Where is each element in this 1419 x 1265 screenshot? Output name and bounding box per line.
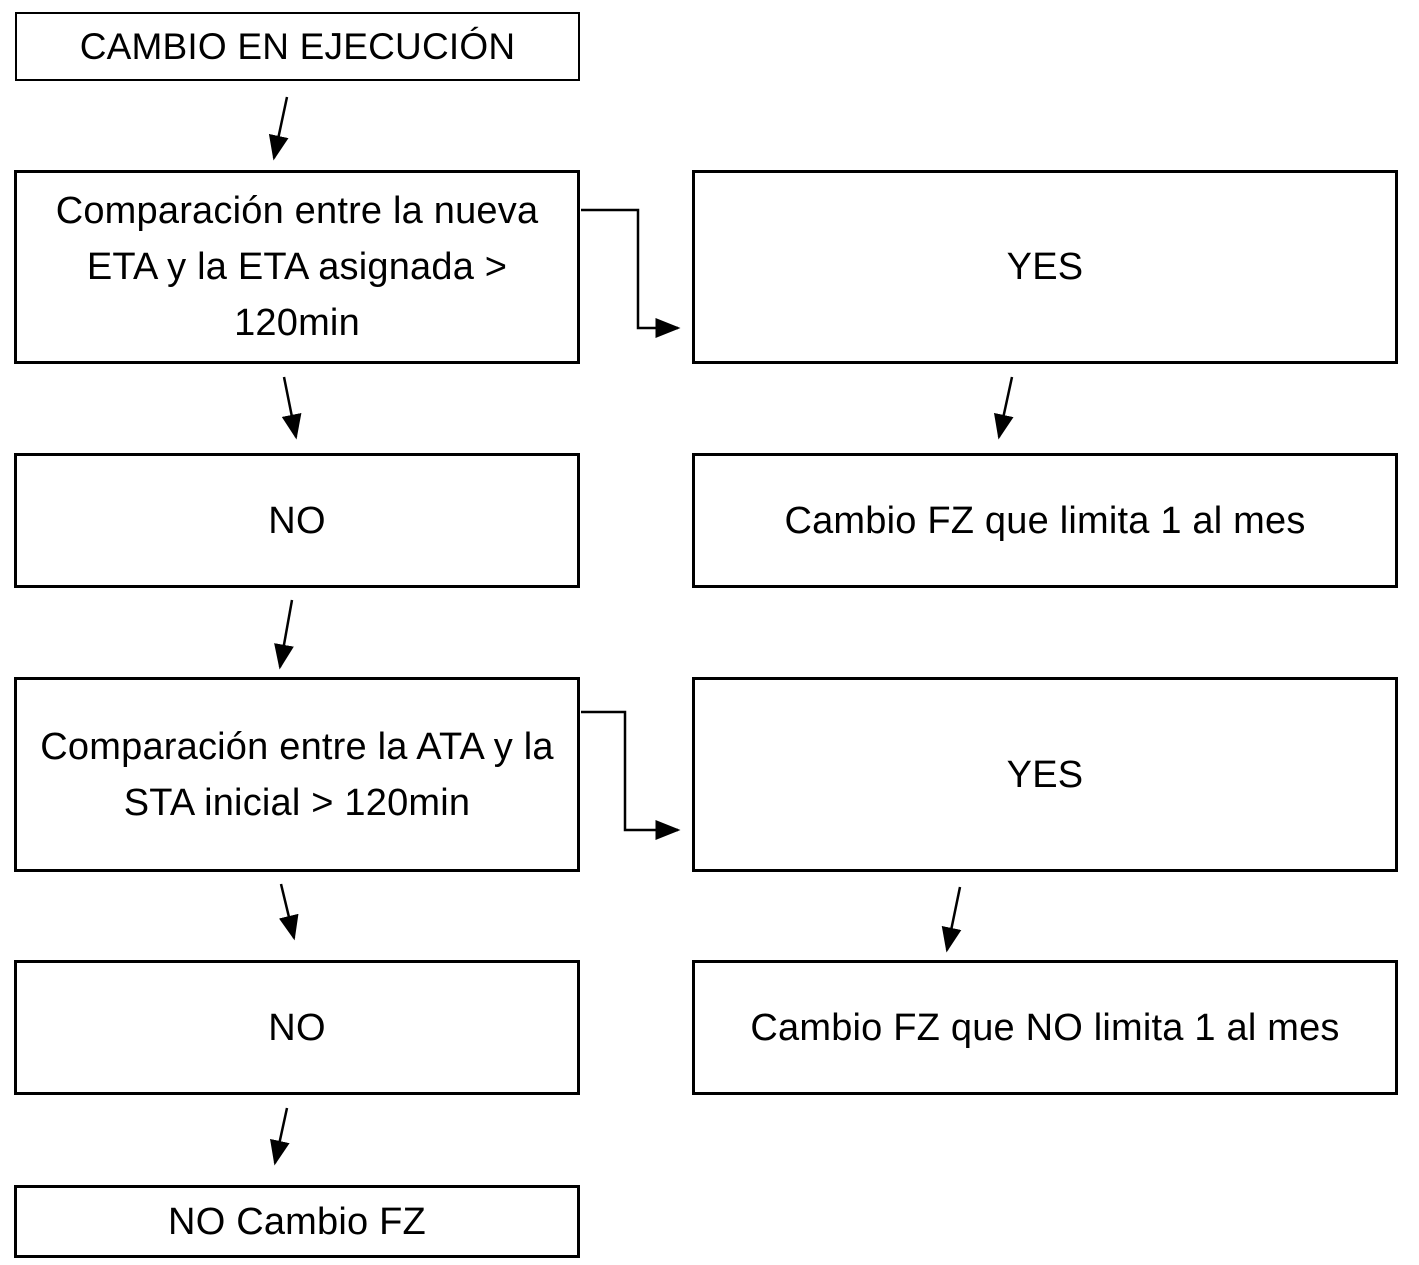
arrow-yes-ata-to-no-limit [941,886,962,953]
arrow-no-eta-to-question-ata [274,599,294,670]
arrow-question-eta-to-yes [581,208,681,338]
start-node-label: CAMBIO EN EJECUCIÓN [79,25,516,67]
arrow-yes-eta-to-limit [993,376,1014,440]
decision-eta-node: Comparación entre la nueva ETA y la ETA … [14,170,580,364]
result-no-limit-node: Cambio FZ que NO limita 1 al mes [692,960,1398,1095]
result-limit-node: Cambio FZ que limita 1 al mes [692,453,1398,588]
decision-eta-label: Comparación entre la nueva ETA y la ETA … [55,190,539,344]
no-eta-node: NO [14,453,580,588]
decision-ata-node: Comparación entre la ATA y la STA inicia… [14,677,580,872]
arrow-start-to-question-eta [268,96,289,161]
arrow-question-eta-to-no [281,376,302,440]
yes-ata-label: YES [1006,753,1084,796]
no-ata-node: NO [14,960,580,1095]
yes-eta-node: YES [692,170,1398,364]
decision-ata-label: Comparación entre la ATA y la STA inicia… [40,725,554,824]
arrow-question-ata-to-no [279,883,299,941]
result-no-limit-label: Cambio FZ que NO limita 1 al mes [750,1006,1340,1049]
end-node-label: NO Cambio FZ [168,1200,426,1243]
no-eta-label: NO [268,499,326,542]
start-node: CAMBIO EN EJECUCIÓN [15,12,580,81]
yes-ata-node: YES [692,677,1398,872]
result-limit-label: Cambio FZ que limita 1 al mes [784,499,1306,542]
end-node: NO Cambio FZ [14,1185,580,1258]
arrow-question-ata-to-yes [581,710,681,840]
yes-eta-label: YES [1006,246,1084,288]
no-ata-label: NO [268,1006,326,1049]
arrow-no-ata-to-end [270,1107,290,1166]
